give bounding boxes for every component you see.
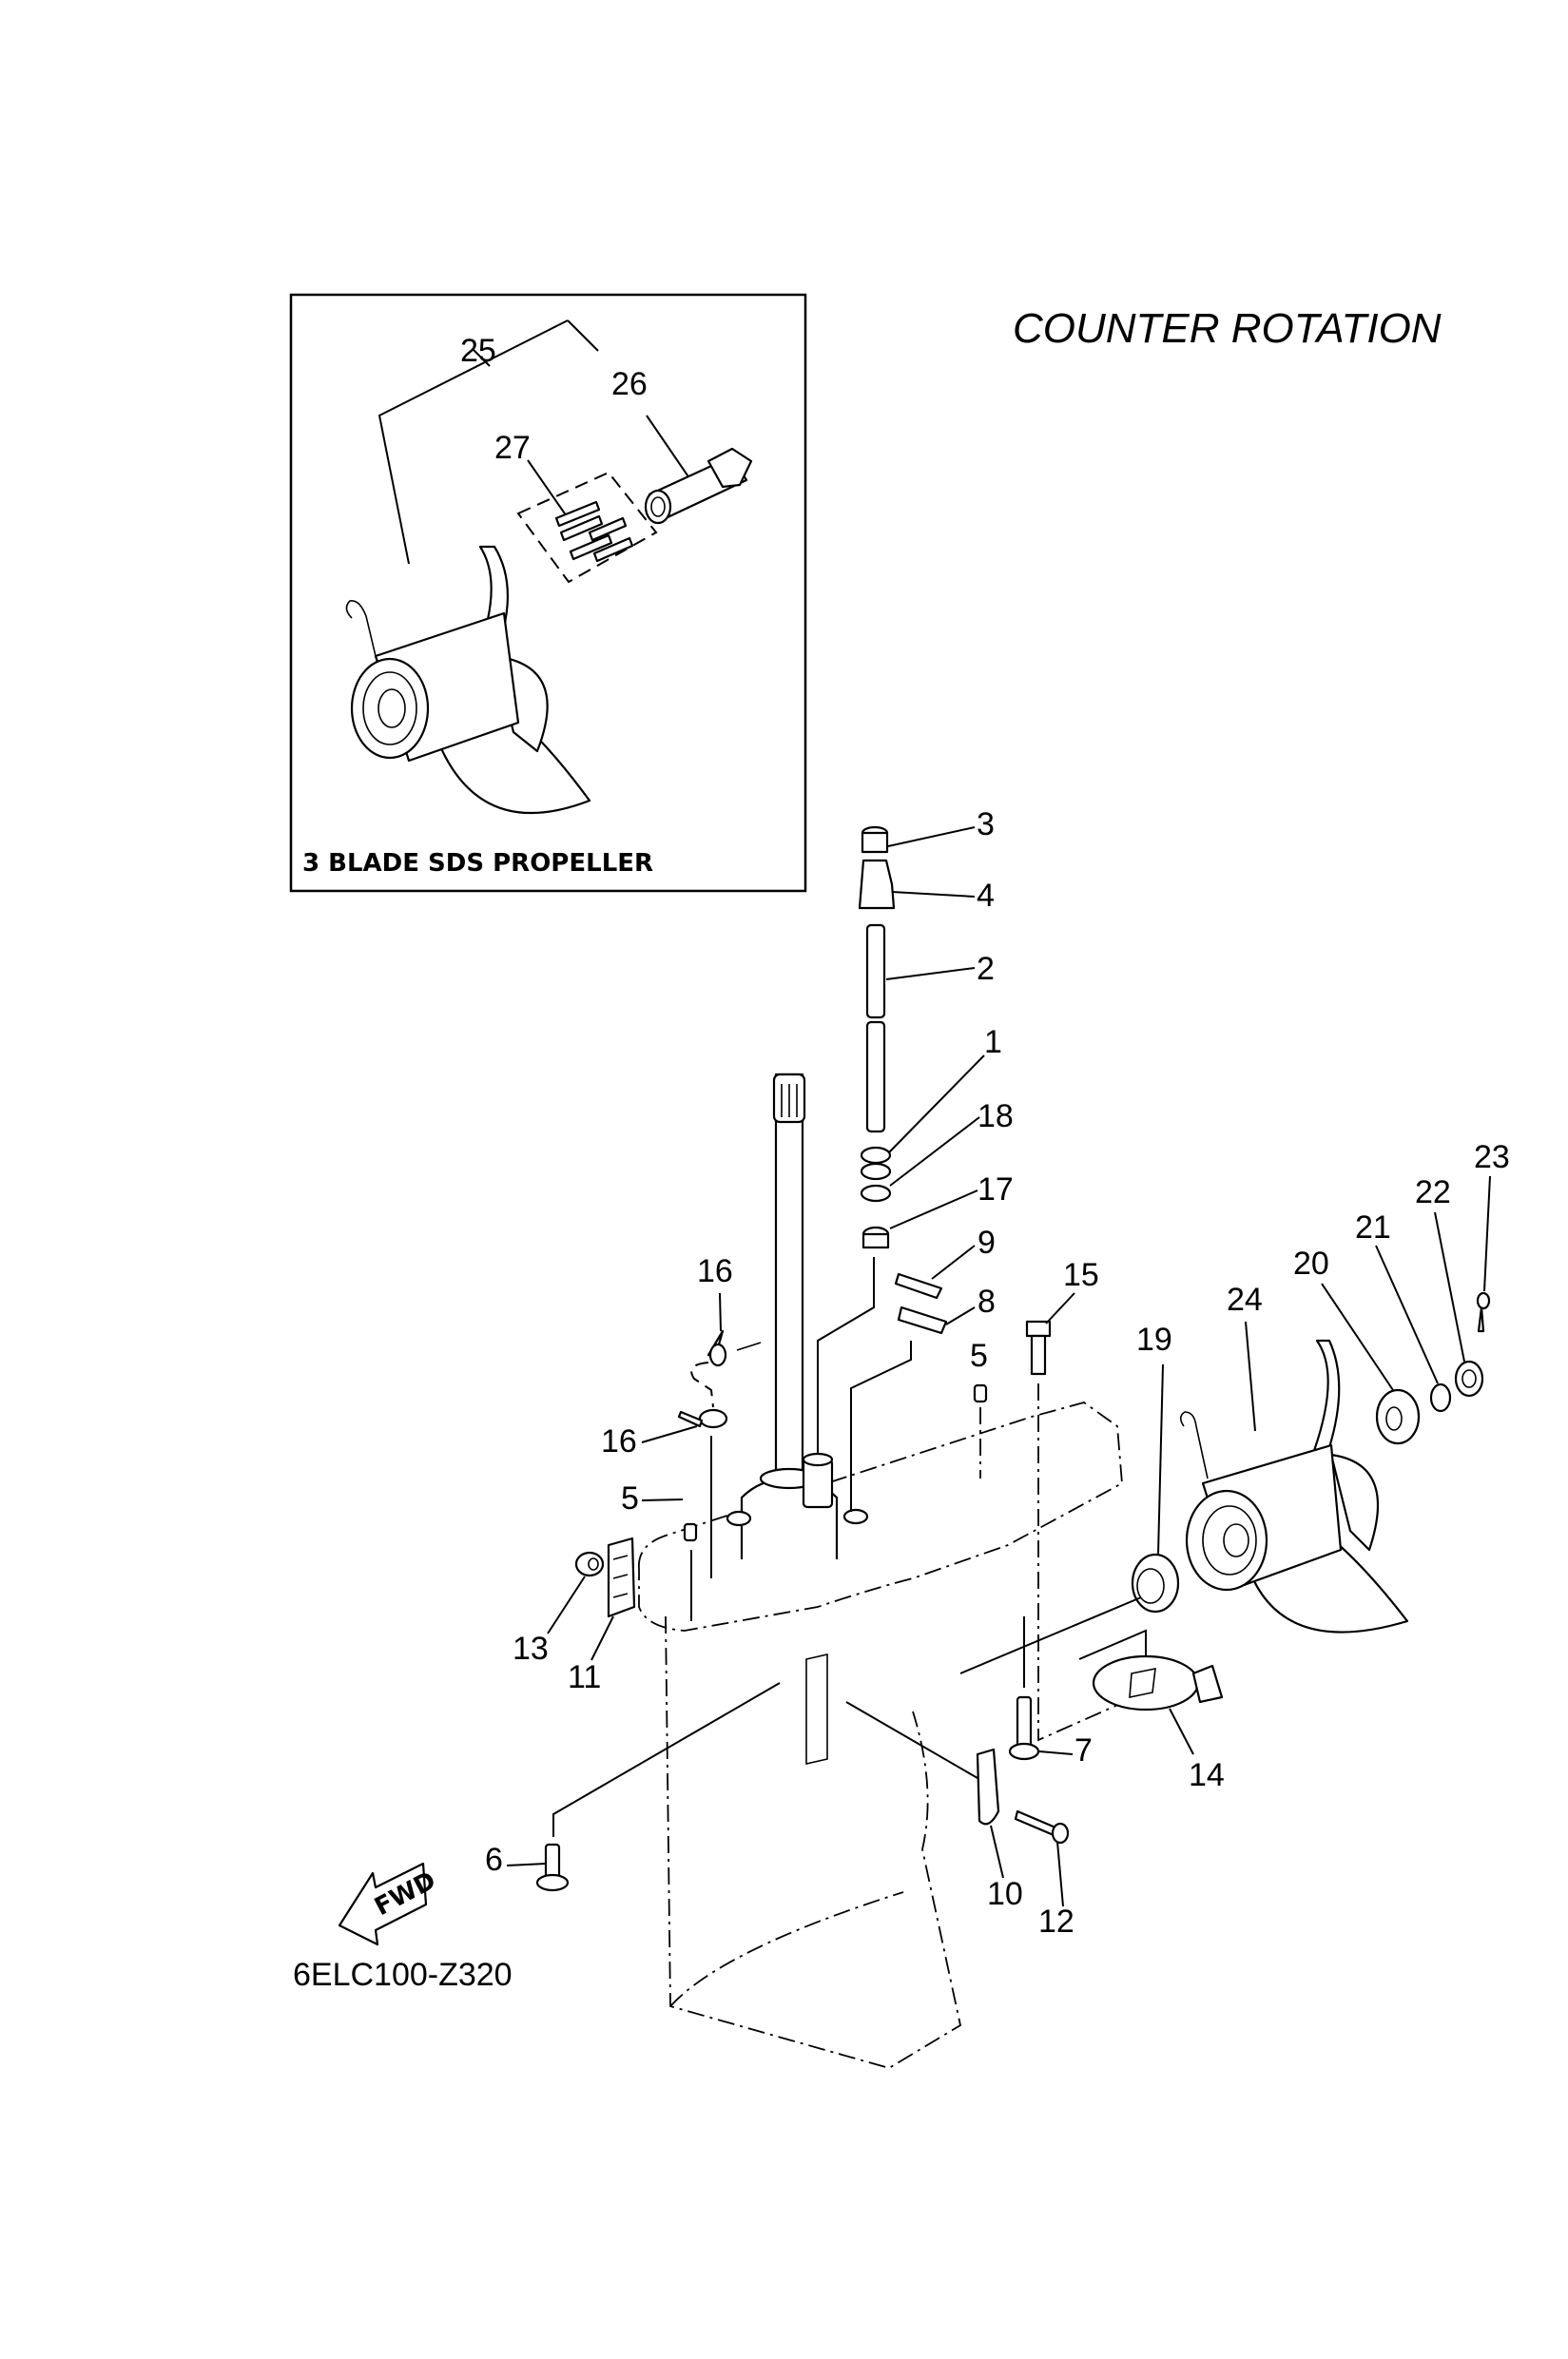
- link-17-boss: [817, 1257, 875, 1455]
- callout-7[interactable]: 7: [1074, 1732, 1093, 1769]
- shift-rod-stack: [858, 825, 896, 1249]
- part-14-trim-tab: [1092, 1654, 1224, 1711]
- callout-20[interactable]: 20: [1293, 1246, 1329, 1282]
- gearcase-body: [638, 1402, 1123, 2069]
- callout-11[interactable]: 11: [568, 1659, 601, 1695]
- part-21-washer: [1429, 1383, 1452, 1413]
- part-10-anode: [976, 1748, 1000, 1826]
- callout-21[interactable]: 21: [1355, 1209, 1391, 1246]
- callout-5a[interactable]: 5: [970, 1338, 988, 1374]
- callout-5b[interactable]: 5: [621, 1480, 639, 1517]
- part-15-bolt: [1025, 1320, 1052, 1376]
- damper-pins-icon: [554, 500, 634, 563]
- callout-12[interactable]: 12: [1038, 1904, 1074, 1940]
- inset-frame: [289, 293, 807, 893]
- part-9: [894, 1272, 943, 1300]
- callout-25[interactable]: 25: [460, 333, 496, 369]
- part-7-bolt: [1008, 1695, 1040, 1761]
- callouts: 3 4 2 1 18 17 9 8 15 5 16 16 5 13 11 6 7…: [485, 806, 1510, 1940]
- sds-kit-outline: [516, 471, 658, 584]
- callout-3[interactable]: 3: [977, 806, 995, 842]
- callout-8[interactable]: 8: [978, 1284, 996, 1320]
- part-8: [897, 1305, 948, 1335]
- link-14: [1078, 1629, 1147, 1660]
- inset-sds-propeller: 3 BLADE SDS PROPELLER 25 26 27: [289, 293, 807, 893]
- callout-16a[interactable]: 16: [697, 1253, 733, 1289]
- callout-2[interactable]: 2: [977, 951, 995, 987]
- part-12-screw: [1014, 1809, 1057, 1837]
- part-13-nut: [574, 1551, 605, 1577]
- part-19-thrust-washer: [1131, 1553, 1180, 1614]
- leader-25: [377, 319, 569, 565]
- callout-15[interactable]: 15: [1063, 1257, 1099, 1293]
- link-6: [552, 1682, 781, 1837]
- drive-shaft: [772, 1073, 806, 1476]
- callout-17[interactable]: 17: [978, 1171, 1014, 1208]
- part-20-spacer: [1375, 1388, 1421, 1445]
- link-8-boss: [850, 1341, 912, 1512]
- inset-title: 3 BLADE SDS PROPELLER: [302, 849, 653, 878]
- callout-26[interactable]: 26: [611, 366, 648, 402]
- callout-9[interactable]: 9: [978, 1225, 996, 1261]
- link-19: [959, 1596, 1142, 1674]
- diagram-title: COUNTER ROTATION: [1013, 305, 1442, 352]
- callout-19[interactable]: 19: [1136, 1322, 1172, 1358]
- callout-14[interactable]: 14: [1189, 1757, 1225, 1793]
- callout-23[interactable]: 23: [1474, 1139, 1510, 1175]
- callout-6[interactable]: 6: [485, 1842, 503, 1878]
- link-10: [845, 1701, 978, 1779]
- leader-25b: [567, 319, 599, 352]
- callout-18[interactable]: 18: [978, 1098, 1014, 1134]
- drawing-code: 6ELC100-Z320: [293, 1957, 513, 1993]
- callout-27[interactable]: 27: [494, 430, 531, 466]
- callout-22[interactable]: 22: [1415, 1174, 1451, 1210]
- part-23-cotter-pin: [1477, 1305, 1485, 1333]
- spline-insert-icon: [644, 447, 753, 525]
- leader-27: [527, 459, 570, 520]
- callout-13[interactable]: 13: [513, 1631, 549, 1667]
- callout-1[interactable]: 1: [984, 1024, 1002, 1060]
- inset-propeller-icon: [345, 545, 591, 815]
- callout-4[interactable]: 4: [977, 878, 995, 914]
- part-5-pin-a: [973, 1383, 988, 1403]
- fwd-arrow-icon: FWD: [338, 1862, 440, 1946]
- callout-24[interactable]: 24: [1227, 1282, 1263, 1318]
- part-11-anode: [607, 1537, 636, 1618]
- part-22-nut: [1454, 1360, 1484, 1398]
- leader-25c: [473, 349, 491, 367]
- part-5-pin-b: [683, 1522, 698, 1542]
- part-24-propeller: [1179, 1339, 1409, 1634]
- part-16-clamps: [677, 1329, 762, 1578]
- callout-10[interactable]: 10: [987, 1876, 1023, 1912]
- part-6-bolt: [535, 1843, 570, 1892]
- callout-16b[interactable]: 16: [601, 1423, 637, 1460]
- link-15: [1037, 1383, 1147, 1742]
